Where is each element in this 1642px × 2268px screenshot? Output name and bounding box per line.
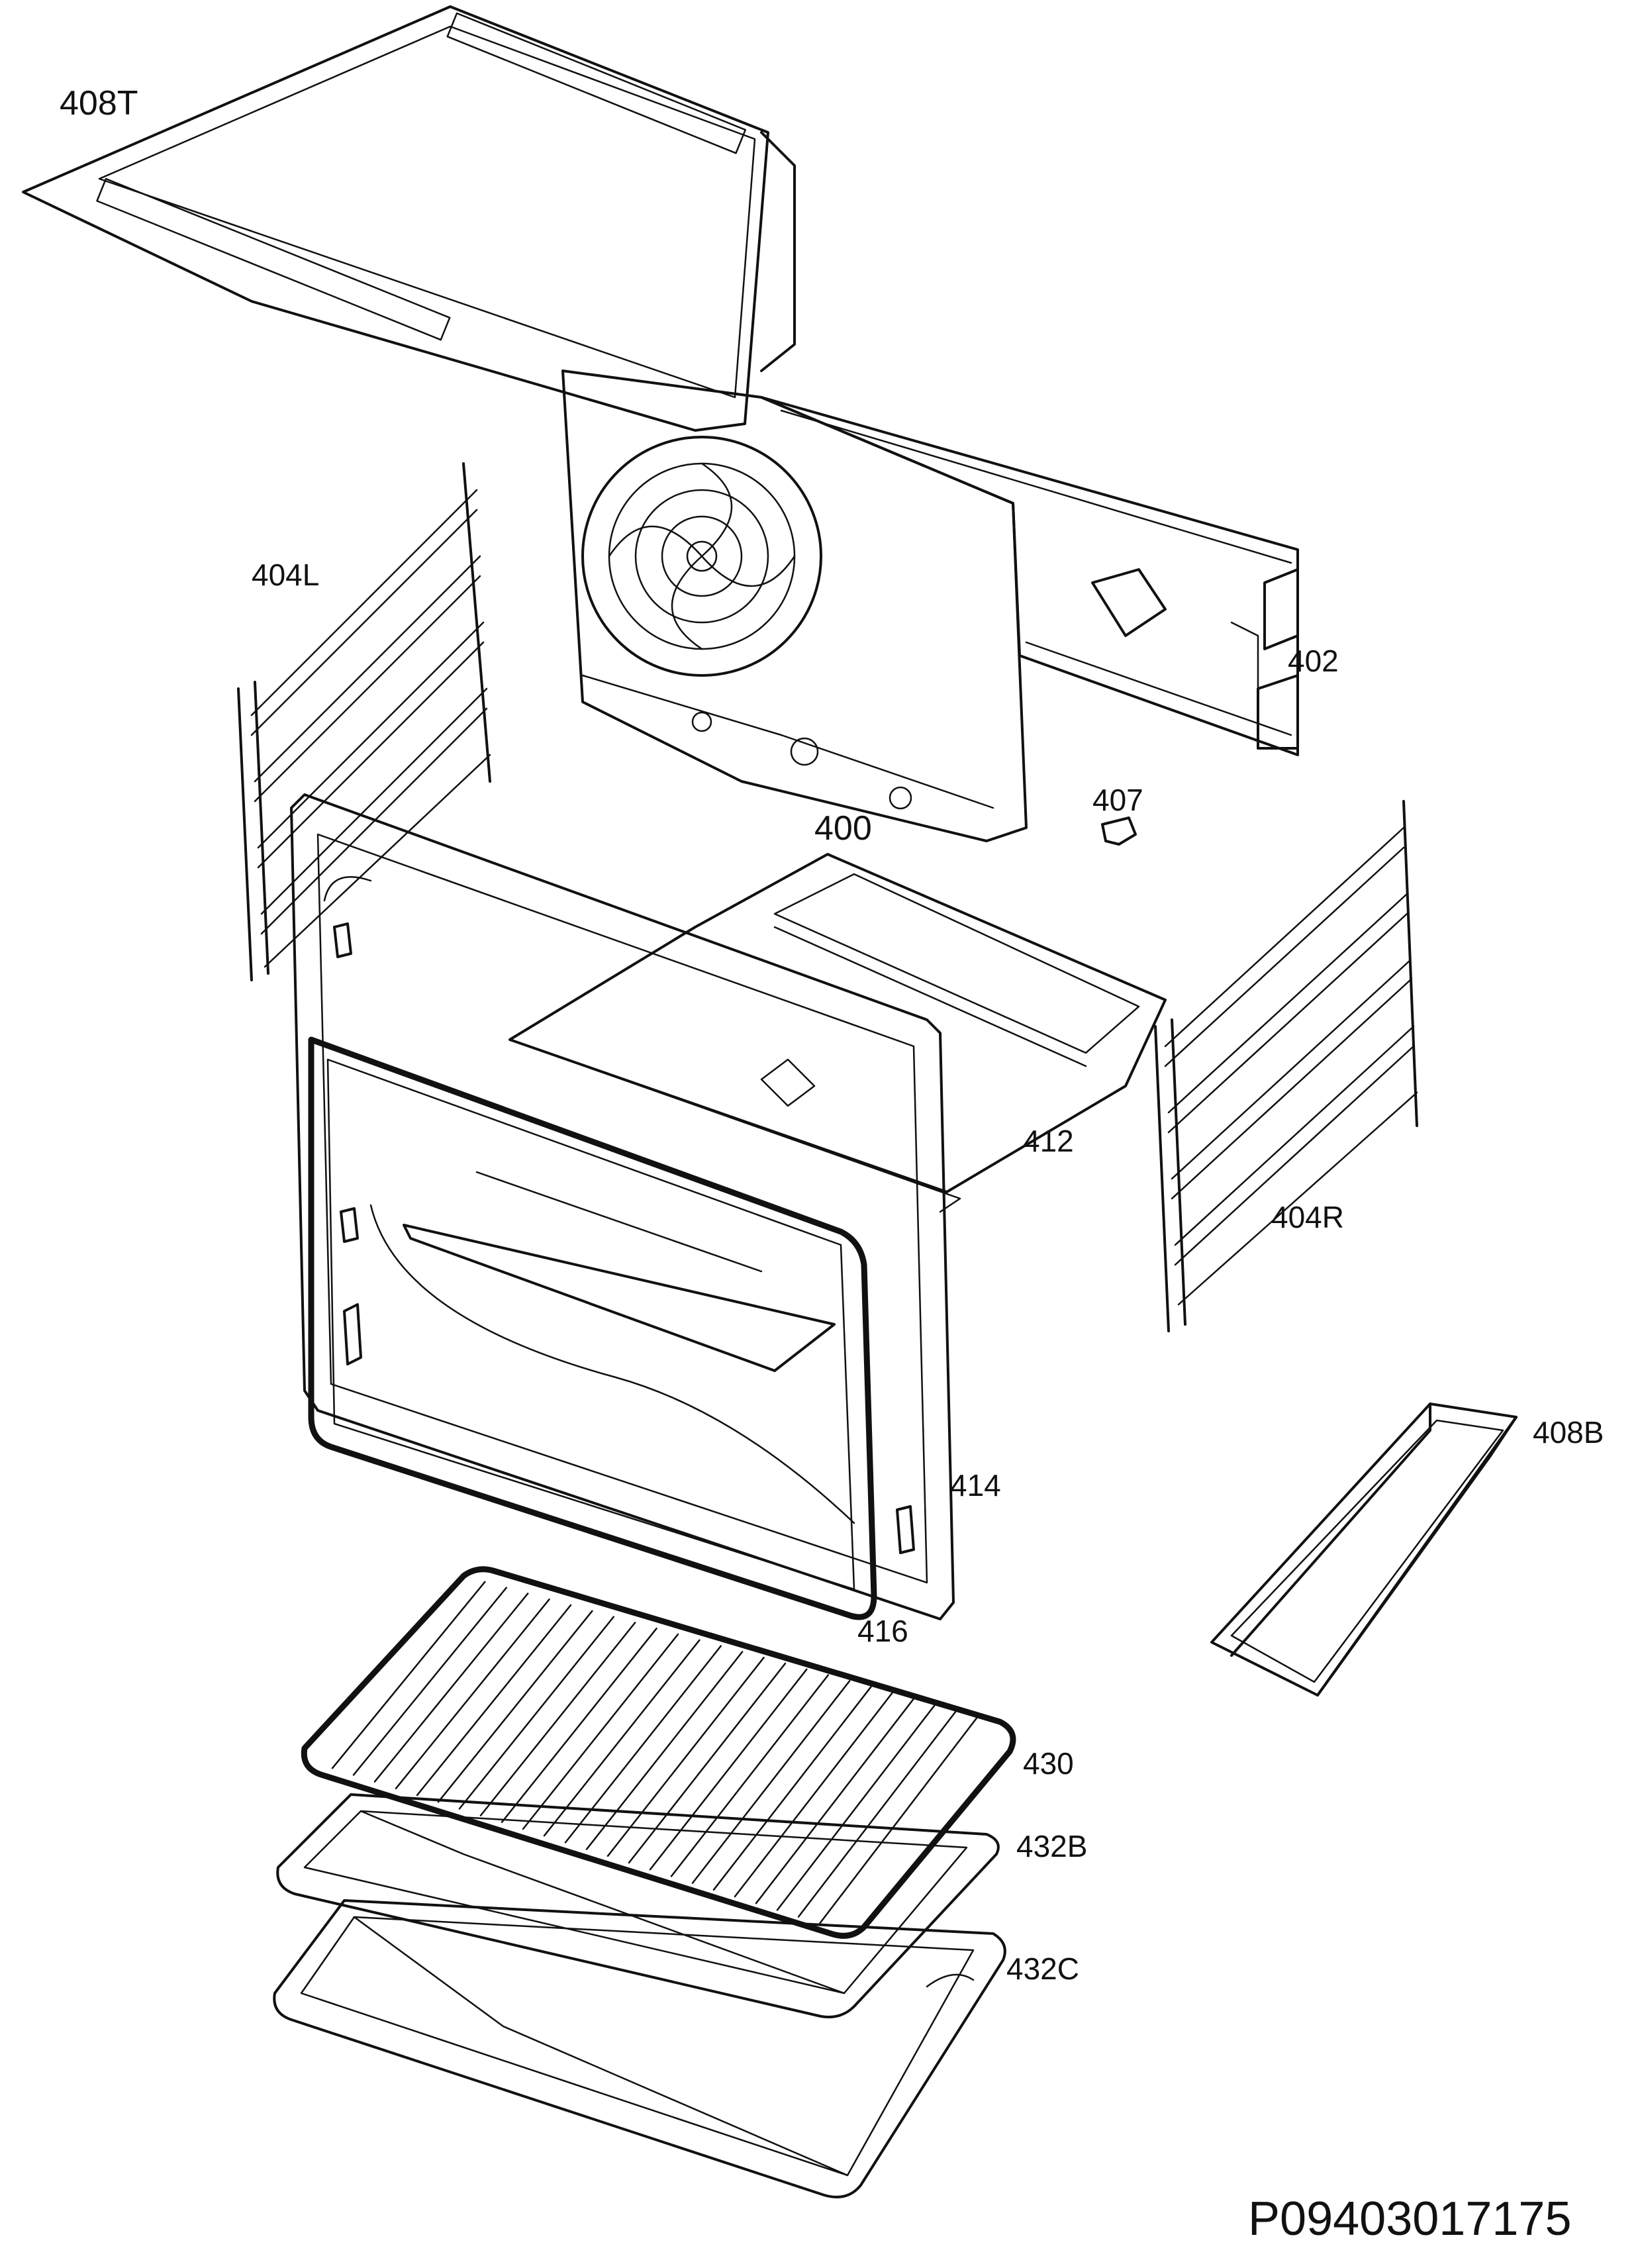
rack-wire — [458, 1616, 615, 1810]
rack-wire — [606, 1656, 765, 1857]
part-408T-top-panel — [22, 5, 796, 432]
rack-wire — [437, 1610, 593, 1803]
label-430: 430 — [1023, 1746, 1074, 1781]
rack-wire — [352, 1587, 508, 1776]
rack-wire — [501, 1627, 657, 1824]
rack-wire — [331, 1581, 486, 1769]
rack-wire — [543, 1639, 700, 1837]
rack-wires — [331, 1581, 979, 1925]
label-432B: 432B — [1016, 1829, 1088, 1863]
rack-wire — [522, 1633, 679, 1830]
part-432C-deep-pan — [273, 1899, 1006, 2198]
rack-wire — [373, 1593, 529, 1783]
rack-wire — [734, 1691, 894, 1898]
part-432B-baking-tray — [276, 1793, 1000, 2018]
label-402: 402 — [1288, 644, 1339, 678]
rack-wire — [416, 1604, 572, 1797]
rack-wire — [712, 1685, 872, 1891]
rack-wire — [818, 1714, 979, 1925]
rack-wire — [776, 1703, 937, 1911]
label-416: 416 — [857, 1614, 908, 1648]
rack-wire — [670, 1674, 830, 1877]
part-404R-right-shelf-support — [1154, 800, 1418, 1332]
label-400: 400 — [814, 809, 872, 848]
label-408B: 408B — [1533, 1415, 1604, 1450]
part-400-oven-cavity — [561, 370, 1028, 842]
part-407-clip — [1101, 816, 1137, 846]
rack-wire — [691, 1680, 851, 1884]
label-432C: 432C — [1006, 1951, 1079, 1986]
part-412-bottom-panel — [508, 853, 1167, 1213]
part-408B-side-trough — [1210, 1403, 1518, 1697]
rack-wire — [395, 1598, 550, 1790]
part-430-wire-rack — [301, 1566, 1016, 1939]
rack-wire — [585, 1651, 744, 1850]
rack-wire — [479, 1622, 636, 1816]
rack-wire — [797, 1709, 958, 1918]
label-408T: 408T — [60, 84, 138, 123]
label-407: 407 — [1092, 783, 1143, 817]
document-code: P09403017175 — [1248, 2193, 1572, 2245]
label-404R: 404R — [1271, 1200, 1344, 1234]
part-414-door-frame — [290, 793, 955, 1620]
label-412: 412 — [1023, 1124, 1074, 1158]
rack-wire — [628, 1662, 787, 1864]
part-404L-left-shelf-support — [237, 462, 491, 981]
label-404L: 404L — [252, 558, 320, 592]
rack-wire — [755, 1697, 915, 1904]
part-416-door-seal — [308, 1036, 877, 1620]
label-414: 414 — [950, 1468, 1001, 1503]
rack-wire — [649, 1668, 808, 1871]
part-402-rear-rail — [760, 396, 1299, 756]
